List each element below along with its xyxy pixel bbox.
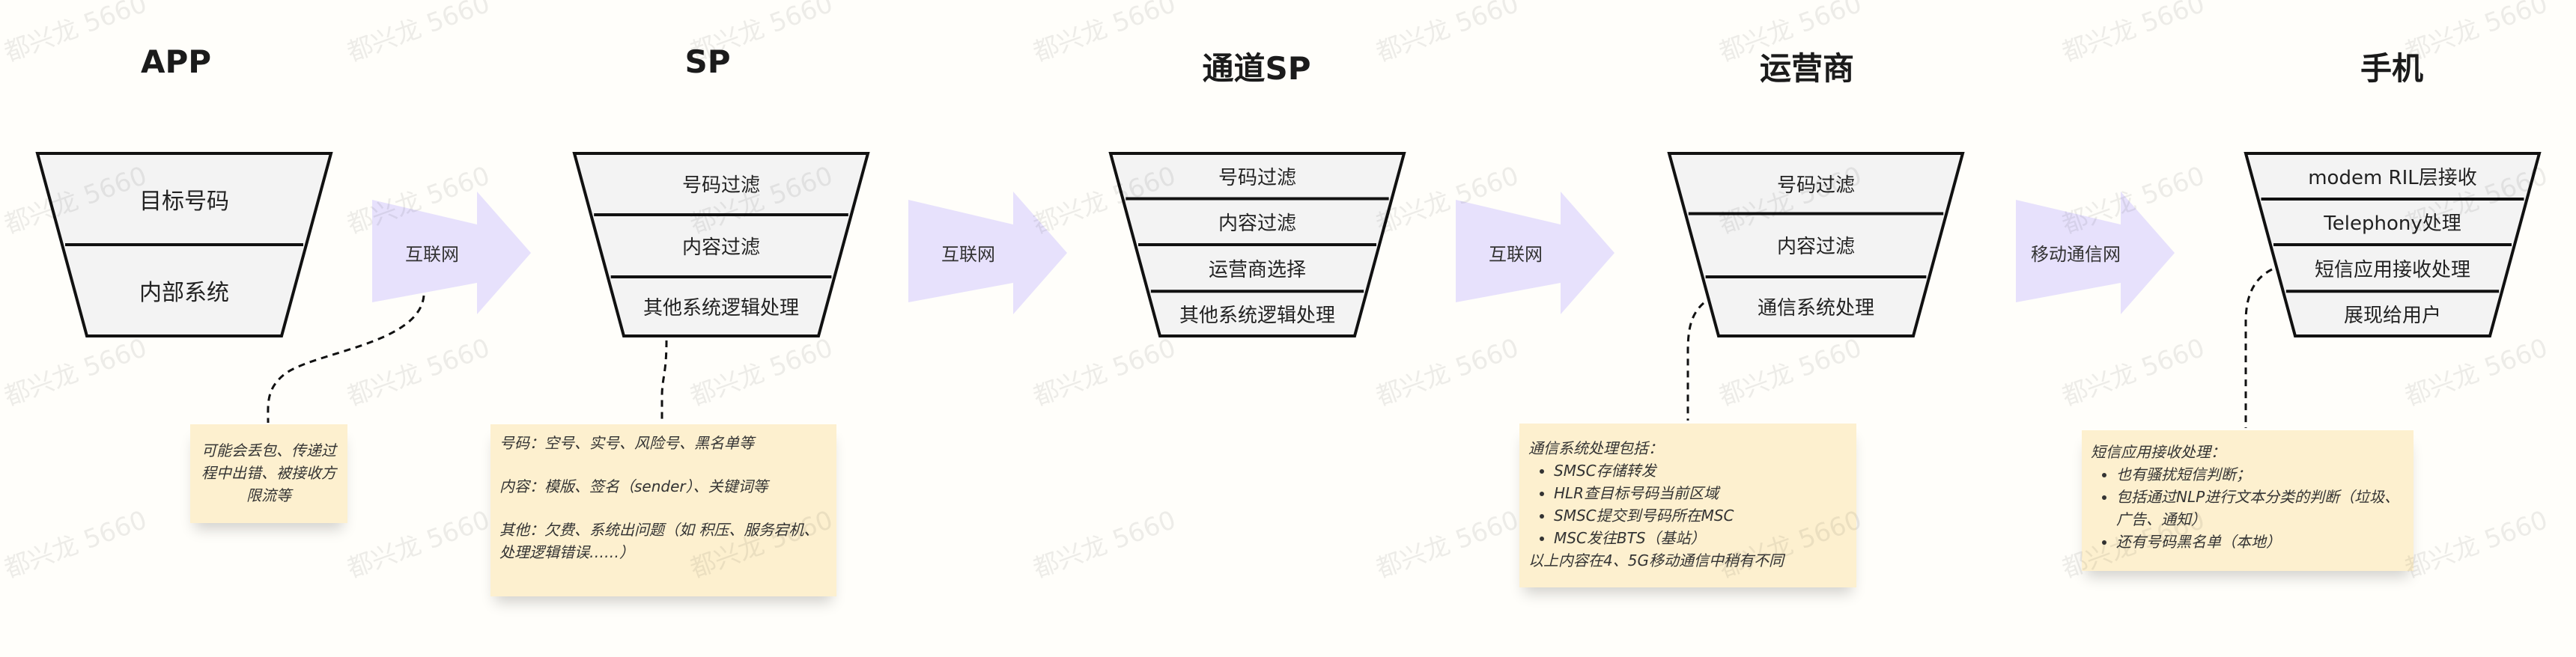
funnel-row: 运营商选择: [1208, 258, 1306, 281]
funnel-shape: [1108, 152, 1406, 337]
note-sp-number: 号码：空号、实号、风险号、黑名单等: [499, 434, 754, 452]
list-item: 也有骚扰短信判断；: [2116, 463, 2405, 486]
funnel-row: 内容过滤: [681, 236, 760, 259]
note-sp: 号码：空号、实号、风险号、黑名单等 内容：模版、签名（sender）、关键词等 …: [490, 424, 836, 596]
arrow-right-icon: [372, 192, 531, 314]
arrow-shape: [1456, 192, 1614, 314]
funnel-row: 内部系统: [139, 280, 229, 306]
stage-title-operator: 运营商: [1759, 50, 1854, 87]
note-operator-heading: 通信系统处理包括：: [1528, 439, 1663, 457]
funnel-operator: 号码过滤内容过滤通信系统处理: [1667, 152, 1965, 337]
stage-title-channel-sp: 通道SP: [1202, 50, 1311, 87]
stage-title-app: APP: [140, 43, 212, 80]
note-operator: 通信系统处理包括： SMSC存储转发 HLR查目标号码当前区域 SMSC提交到号…: [1519, 424, 1856, 587]
funnel-shape: [1667, 152, 1965, 337]
note-sp-content: 内容：模版、签名（sender）、关键词等: [499, 477, 768, 495]
funnel-row: Telephony处理: [2324, 213, 2461, 235]
note-sp-other: 其他：欠费、系统出问题（如 积压、服务宕机、处理逻辑错误……）: [499, 521, 819, 561]
funnel-shape: [35, 152, 333, 337]
funnel-sp: 号码过滤内容过滤其他系统逻辑处理: [572, 152, 870, 337]
note-app-text: 可能会丢包、传递过程中出错、被接收方限流等: [201, 441, 336, 504]
funnel-phone: modem RIL层接收 Telephony处理短信应用接收处理展现给用户: [2244, 152, 2542, 337]
arrow-right-icon: [2016, 192, 2175, 314]
note-phone-list: 也有骚扰短信判断； 包括通过NLP进行文本分类的判断（垃圾、广告、通知） 还有号…: [2091, 463, 2405, 553]
note-operator-footer: 以上内容在4、5G移动通信中稍有不同: [1528, 551, 1784, 569]
connector-app: [267, 295, 425, 424]
connector-phone: [2244, 268, 2273, 428]
list-item: MSC发往BTS（基站）: [1554, 527, 1847, 549]
arrow-right-icon: [908, 192, 1067, 314]
arrow-shape: [372, 192, 531, 314]
note-app: 可能会丢包、传递过程中出错、被接收方限流等: [190, 424, 347, 523]
list-item: SMSC提交到号码所在MSC: [1554, 504, 1847, 527]
arrow-internet-1: 互联网: [372, 187, 531, 318]
stage-title-sp: SP: [684, 43, 731, 80]
arrow-internet-2: 互联网: [908, 187, 1067, 318]
funnel-app: 目标号码内部系统: [35, 152, 333, 337]
funnel-row: 其他系统逻辑处理: [1179, 304, 1335, 327]
funnel-row: 短信应用接收处理: [2314, 258, 2470, 281]
list-item: SMSC存储转发: [1554, 459, 1847, 482]
funnel-row: 号码过滤: [681, 174, 760, 198]
connector-operator: [1686, 302, 1705, 421]
funnel-row: 展现给用户: [2343, 304, 2441, 327]
note-operator-list: SMSC存储转发 HLR查目标号码当前区域 SMSC提交到号码所在MSC MSC…: [1528, 459, 1847, 549]
connector-sp: [660, 340, 668, 423]
list-item: HLR查目标号码当前区域: [1554, 482, 1847, 504]
arrow-mobile-network: 移动通信网: [2016, 187, 2175, 318]
funnel-channel-sp: 号码过滤内容过滤运营商选择其他系统逻辑处理: [1108, 152, 1406, 337]
arrow-label: 互联网: [1489, 244, 1543, 265]
funnel-row: 内容过滤: [1776, 236, 1855, 259]
arrow-internet-3: 互联网: [1456, 187, 1614, 318]
list-item: 包括通过NLP进行文本分类的判断（垃圾、广告、通知）: [2116, 486, 2405, 531]
funnel-row: modem RIL层接收: [2308, 167, 2477, 189]
funnel-row: 其他系统逻辑处理: [643, 296, 799, 320]
arrow-shape: [2016, 192, 2175, 314]
funnel-outline: [572, 152, 870, 337]
arrow-label: 移动通信网: [2031, 244, 2121, 265]
funnel-outline: [1667, 152, 1965, 337]
arrow-right-icon: [1456, 192, 1614, 314]
arrow-label: 互联网: [941, 244, 995, 265]
funnel-row: 内容过滤: [1218, 212, 1296, 235]
arrow-shape: [908, 192, 1067, 314]
funnel-row: 目标号码: [139, 189, 229, 215]
note-phone-heading: 短信应用接收处理：: [2091, 443, 2226, 461]
funnel-row: 号码过滤: [1776, 174, 1855, 197]
funnel-row: 通信系统处理: [1757, 296, 1874, 320]
stage-title-phone: 手机: [2360, 50, 2423, 87]
arrow-label: 互联网: [405, 244, 459, 265]
funnel-shape: [572, 152, 870, 337]
note-phone: 短信应用接收处理： 也有骚扰短信判断； 包括通过NLP进行文本分类的判断（垃圾、…: [2082, 430, 2414, 571]
funnel-shape: [2244, 152, 2542, 337]
funnel-row: 号码过滤: [1218, 166, 1296, 189]
list-item: 还有号码黑名单（本地）: [2116, 531, 2405, 553]
